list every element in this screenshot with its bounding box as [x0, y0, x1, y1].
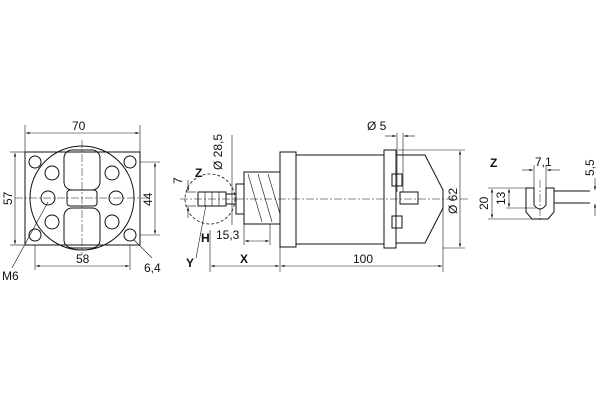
dim-hole-spacing-v: 44	[141, 192, 155, 206]
front-view: 70 57 44 58 M6 6,4	[1, 119, 161, 283]
thread-label: M6	[2, 269, 19, 283]
height: 20	[477, 196, 491, 210]
slot-width: 7,1	[535, 155, 552, 169]
dim-height: 57	[1, 191, 15, 205]
plunger-dia: Ø 28,5	[211, 134, 225, 170]
dim-hole-spacing-h: 58	[76, 252, 90, 266]
slot-depth: 13	[494, 191, 508, 205]
h-value: 15,3	[216, 228, 240, 242]
thickness: 5,5	[583, 159, 597, 176]
h-label: H	[201, 231, 210, 245]
x-label: X	[240, 252, 248, 266]
detail-z-marker: Z	[195, 166, 202, 180]
dim-length: 100	[353, 252, 373, 266]
terminal-dia: Ø 5	[367, 119, 387, 133]
y-label: Y	[186, 256, 194, 270]
dim-width: 70	[72, 119, 86, 133]
hole-dia-label: 6,4	[144, 261, 161, 275]
body-dia: Ø 62	[446, 188, 460, 214]
detail-z: Z 7,1 5,5 20 13	[477, 155, 597, 222]
side-view: Z 7 Ø 28,5 H 15,3 Y X 100 Ø 5 Ø 62	[171, 119, 470, 272]
dim-7: 7	[171, 177, 185, 184]
detail-z-title: Z	[490, 156, 497, 170]
